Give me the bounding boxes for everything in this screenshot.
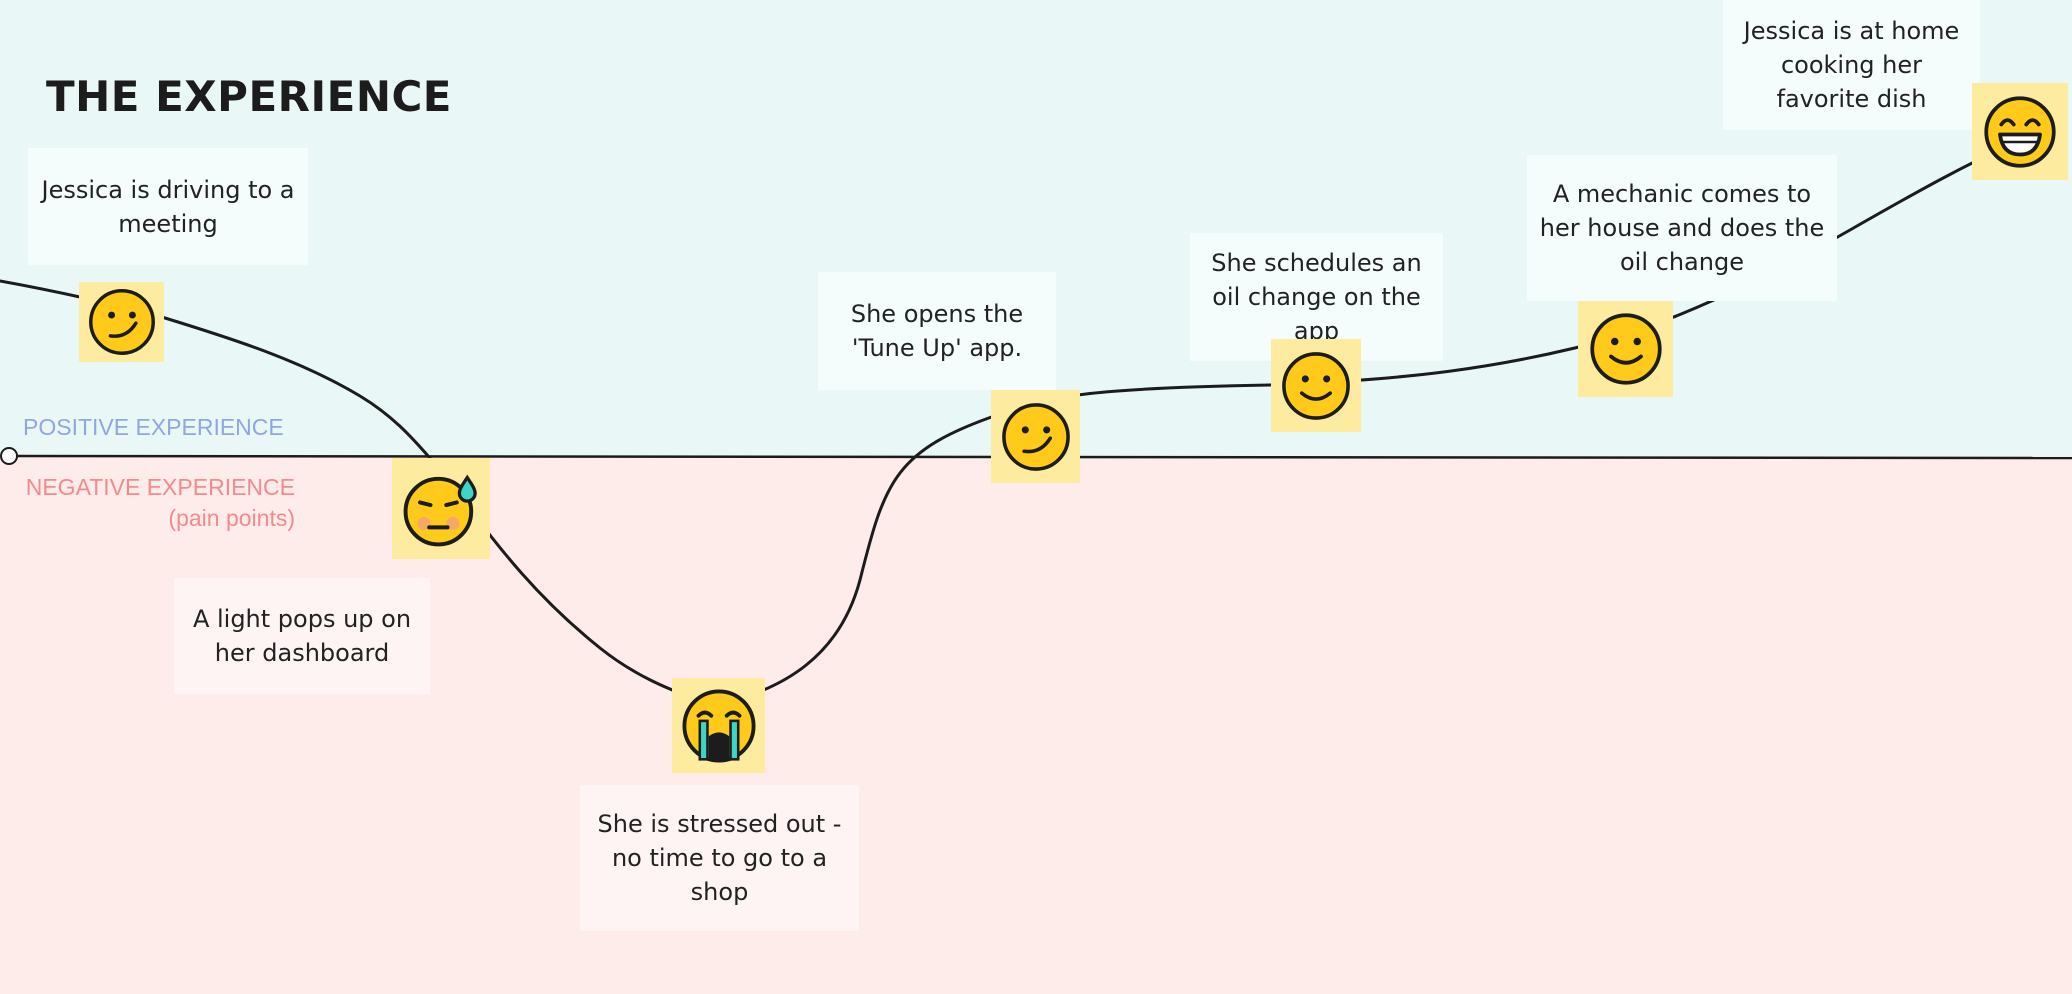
step-emoji-3[interactable] xyxy=(672,678,765,773)
step-emoji-5[interactable] xyxy=(1271,339,1361,432)
step-note-1[interactable]: Jessica is driving to a meeting xyxy=(28,148,308,265)
smirk-face-icon xyxy=(88,289,155,355)
crying-face-icon xyxy=(681,688,756,763)
step-note-6[interactable]: A mechanic comes to her house and does t… xyxy=(1527,155,1837,301)
positive-experience-label: POSITIVE EXPERIENCE xyxy=(23,414,284,440)
negative-zone xyxy=(0,456,2072,994)
page-title: THE EXPERIENCE xyxy=(46,72,452,121)
baseline-start-handle xyxy=(0,447,18,465)
step-emoji-6[interactable] xyxy=(1578,301,1673,397)
step-note-2[interactable]: A light pops up on her dashboard xyxy=(174,578,430,694)
step-emoji-1[interactable] xyxy=(79,282,164,362)
step-emoji-2[interactable] xyxy=(392,458,490,559)
step-emoji-7[interactable] xyxy=(1972,83,2068,180)
pain-points-sublabel: (pain points) xyxy=(168,505,295,531)
smiling-face-icon xyxy=(1589,313,1662,385)
negative-experience-title: NEGATIVE EXPERIENCE xyxy=(25,474,295,500)
step-note-3[interactable]: She is stressed out - no time to go to a… xyxy=(580,785,859,931)
negative-experience-label: NEGATIVE EXPERIENCE (pain points) xyxy=(22,472,295,534)
step-note-7[interactable]: Jessica is at home cooking her favorite … xyxy=(1723,0,1980,130)
anxious-sweat-face-icon xyxy=(403,474,477,546)
smiling-face-icon xyxy=(1282,351,1350,420)
step-note-4[interactable]: She opens the 'Tune Up' app. xyxy=(818,272,1056,390)
step-emoji-4[interactable] xyxy=(991,390,1080,483)
grinning-face-icon xyxy=(1984,95,2056,168)
smirk-face-icon xyxy=(1001,402,1070,471)
